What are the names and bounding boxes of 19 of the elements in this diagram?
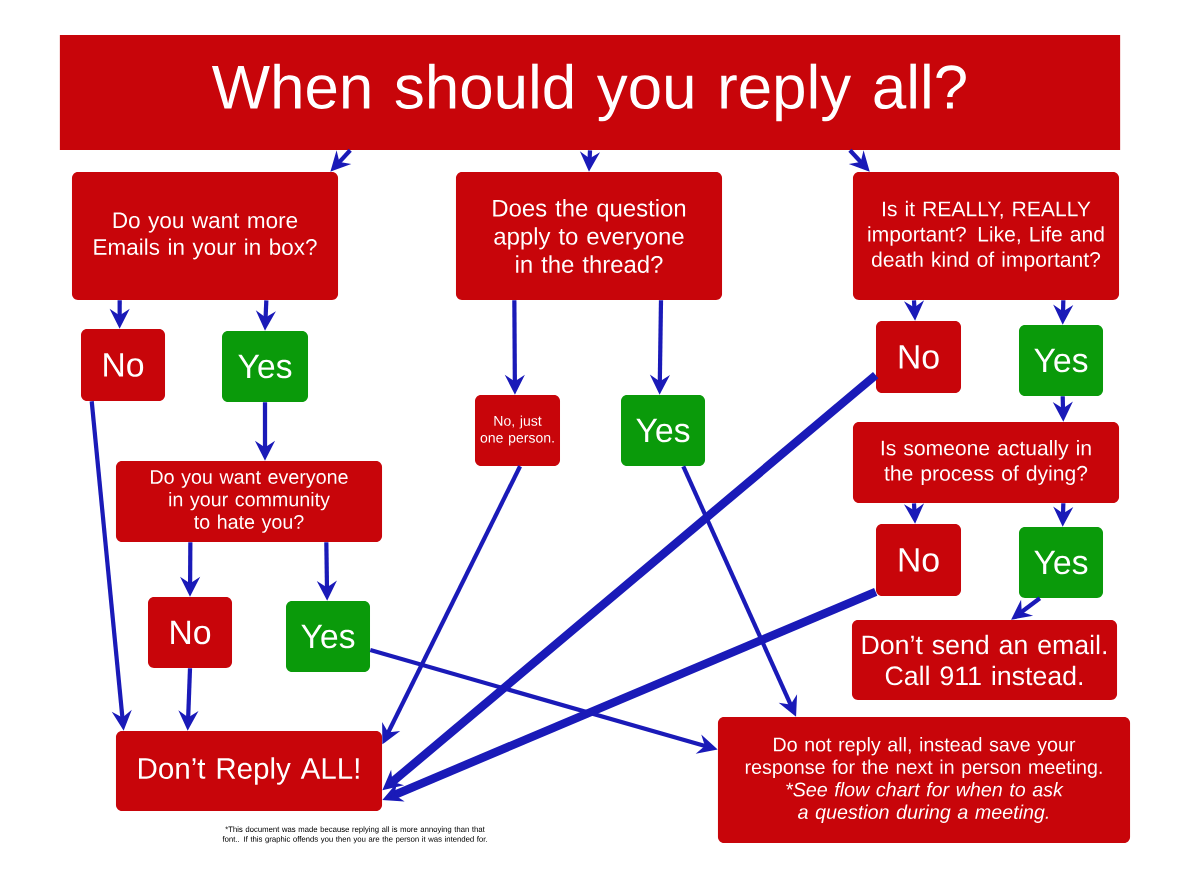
question-box: Is someone actually in the process of dying?: [852, 422, 1120, 503]
question-box: Does the question apply to everyone in the thread?: [455, 172, 723, 300]
no-box: No: [876, 321, 961, 393]
question-box: Do you want everyone in your community to hate you?: [115, 461, 383, 542]
outcome-box: Don’t send an email. Call 911 instead.: [851, 620, 1118, 700]
no-box: No: [81, 329, 165, 401]
outcome-box: Don’t Reply ALL!: [115, 731, 383, 811]
yes-box: Yes: [1019, 325, 1103, 396]
yes-box: Yes: [1019, 527, 1103, 598]
outcome-box: Do not reply all, instead save your response for the next in person meeting. *See flow chart for when to ask a question during a meeting.: [717, 717, 1131, 843]
question-box: Do you want more Emails in your in box?: [71, 172, 339, 300]
yes-box: Yes: [621, 395, 705, 466]
no-box: No, just one person.: [475, 395, 560, 466]
yes-box: Yes: [286, 601, 370, 672]
no-box: No: [876, 524, 961, 596]
yes-box: Yes: [222, 331, 308, 402]
title-banner: When should you reply all?: [59, 35, 1121, 150]
no-box: No: [148, 597, 232, 668]
question-box: Is it REALLY, REALLY important? Like, Life and death kind of important?: [852, 172, 1120, 300]
